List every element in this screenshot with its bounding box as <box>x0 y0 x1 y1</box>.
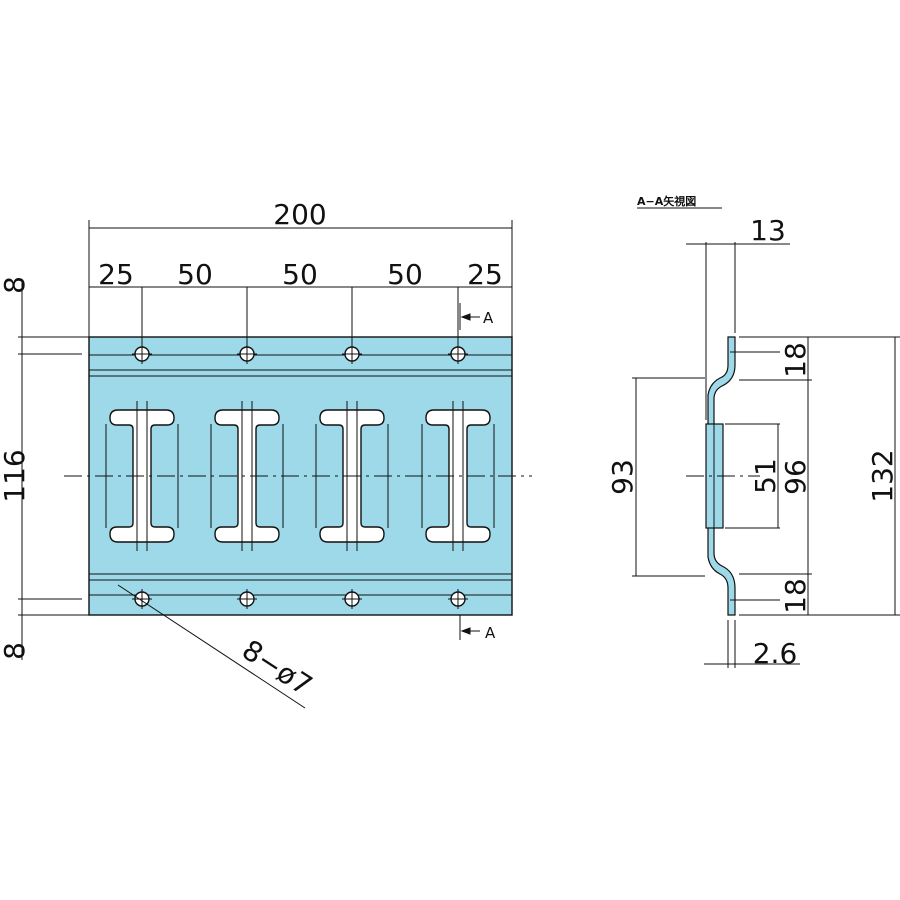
dim-pitch-label: 25 <box>98 258 134 291</box>
dim-edge-bottom-label: 8 <box>0 642 31 660</box>
dim-13-label: 13 <box>750 214 786 247</box>
section-mark-label: A <box>485 624 496 642</box>
section-title: A−A矢視図 <box>637 194 696 208</box>
dim-116-label: 116 <box>0 449 31 502</box>
dim-pitch-label: 50 <box>282 258 318 291</box>
dim-93-label: 93 <box>606 459 639 495</box>
dim-pitch-label: 25 <box>467 258 503 291</box>
rib-lines <box>89 354 512 596</box>
dim-132-label: 132 <box>866 449 899 502</box>
hole-note-leader <box>117 584 306 709</box>
dim-left-extension <box>18 280 89 660</box>
dim-pitch-label: 50 <box>387 258 423 291</box>
section-mark-bottom <box>459 615 480 640</box>
section-mark-top <box>459 303 480 330</box>
front-view: 200 25 50 50 50 25 A A 8 116 <box>0 198 532 709</box>
dim-flange-bottom-label: 18 <box>779 578 812 614</box>
dim-96-label: 96 <box>779 459 812 495</box>
dim-edge-top-label: 8 <box>0 276 31 294</box>
hole-center-marks <box>132 287 468 609</box>
dim-vertical-lines <box>635 337 896 615</box>
dim-depth <box>686 242 790 420</box>
dim-thickness <box>704 620 800 668</box>
dim-pitch-label: 50 <box>177 258 213 291</box>
dim-flange-top-label: 18 <box>779 342 812 378</box>
dim-2-6-label: 2.6 <box>753 637 798 670</box>
dim-overall-width <box>88 220 513 337</box>
dim-200-label: 200 <box>273 198 326 231</box>
dim-right-extension <box>632 336 900 616</box>
dim-51-label: 51 <box>749 458 782 494</box>
section-view: A−A矢視図 13 2.6 <box>606 194 900 670</box>
section-mark-label: A <box>483 309 494 327</box>
hole-note-label: 8−ø7 <box>236 633 318 702</box>
